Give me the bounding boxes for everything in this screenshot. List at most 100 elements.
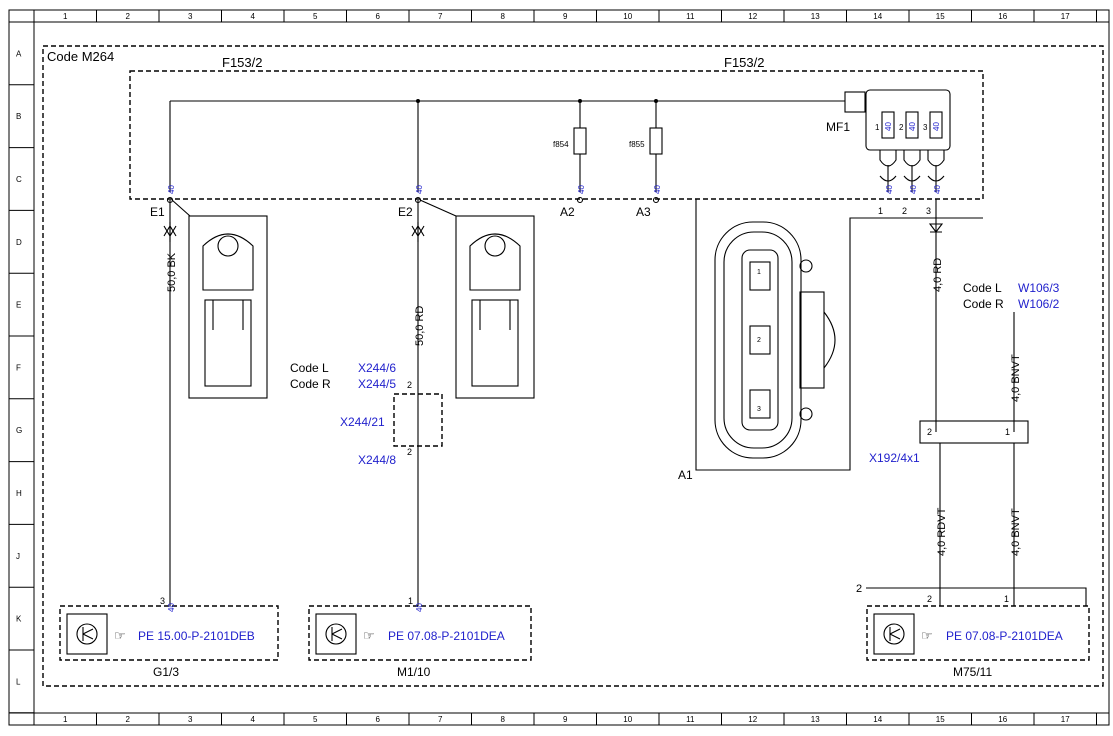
grid-column-label: 9 (563, 715, 568, 724)
grid-column-label: 17 (1061, 715, 1070, 724)
connector-housing-icon (714, 221, 836, 459)
fuse-f854 (573, 127, 587, 155)
component-g13: ☞ (59, 605, 279, 661)
component-m7511: ☞ (866, 605, 1090, 661)
grid-column-label: 14 (873, 12, 882, 21)
w106-3-link[interactable]: W106/3 (1018, 281, 1060, 295)
grid-column-label: 3 (188, 12, 193, 21)
grid-column-label: 14 (873, 715, 882, 724)
grid-column-label: 1 (63, 12, 68, 21)
a1-pin-2: 2 (757, 337, 761, 344)
wire-id-a3: 40 (653, 185, 662, 194)
f153-right-label: F153/2 (724, 55, 764, 70)
grid-column-label: 11 (686, 12, 695, 21)
sensor-icon (325, 623, 347, 645)
a1-pin-1: 1 (757, 269, 761, 276)
mf1-fuse-block (844, 89, 951, 192)
wire-bnvt-upper-spec: 4,0 BNVT (1010, 354, 1022, 402)
m7511-group-number: 2 (856, 583, 862, 595)
grid-column-label: 10 (623, 715, 632, 724)
wire-mf1-spec: 4,0 RD (932, 258, 944, 292)
grid-column-label: 9 (563, 12, 568, 21)
fuse-box-f153-boundary (129, 70, 984, 200)
ref-m7511-link[interactable]: PE 07.08-P-2101DEA (946, 629, 1063, 643)
component-m110: ☞ (308, 605, 532, 661)
grid-column-label: 6 (376, 12, 381, 21)
ref-g13-link[interactable]: PE 15.00-P-2101DEB (138, 629, 255, 643)
grid-column-label: 8 (501, 715, 506, 724)
grid-column-label: 6 (376, 715, 381, 724)
grid-column-label: 7 (438, 12, 443, 21)
grid-column-label: 17 (1061, 12, 1070, 21)
grid-row-label: J (16, 552, 20, 561)
pointing-hand-icon: ☞ (114, 628, 126, 643)
grid-row-label: G (16, 426, 22, 435)
m110-pin: 1 (408, 596, 413, 606)
a1-housing-outline (695, 199, 983, 471)
x244-6-link[interactable]: X244/6 (358, 361, 396, 375)
fuse-1-rating: 40 (884, 122, 893, 131)
pointing-hand-icon: ☞ (363, 628, 375, 643)
grid-column-label: 16 (998, 12, 1007, 21)
ref-m110-link[interactable]: PE 07.08-P-2101DEA (388, 629, 505, 643)
grid-row-label: B (16, 112, 21, 121)
grid-column-label: 12 (748, 715, 757, 724)
fuse-3-rating: 40 (932, 122, 941, 131)
grid-row-label: L (16, 677, 21, 686)
wire-id-a2: 40 (577, 185, 586, 194)
wire-e2-spec: 50,0 RD (414, 306, 426, 346)
x244-5-link[interactable]: X244/5 (358, 377, 396, 391)
w106-2-link[interactable]: W106/2 (1018, 297, 1060, 311)
m7511-pin-2: 2 (927, 594, 932, 604)
wire-bnvt-lower-spec: 4,0 BNVT (1010, 508, 1022, 556)
sensor-icon (76, 623, 98, 645)
x244-8-link[interactable]: X244/8 (358, 453, 396, 467)
e1-label: E1 (150, 205, 165, 219)
fuse-number-3: 3 (923, 123, 928, 132)
fuse-number-2: 2 (899, 123, 904, 132)
x192-connector (919, 420, 1029, 444)
wire-id-mf1-1: 40 (885, 185, 894, 194)
f854-label: f854 (553, 140, 569, 149)
wire-id-e1: 40 (167, 185, 176, 194)
grid-column-label: 7 (438, 715, 443, 724)
m7511-pin-1: 1 (1004, 594, 1009, 604)
grid-column-label: 10 (623, 12, 632, 21)
grid-row-label: A (16, 49, 22, 58)
ground-cable-lug-icon (419, 199, 535, 399)
grid-row-label: H (16, 489, 22, 498)
x192-link[interactable]: X192/4x1 (869, 451, 920, 465)
a3-label: A3 (636, 205, 651, 219)
grid-column-label: 5 (313, 12, 318, 21)
wire-rdvt-spec: 4,0 RDVT (936, 507, 948, 556)
code-m264-label: Code M264 (47, 49, 114, 64)
ground-cable-lug-icon (171, 199, 268, 399)
grid-row-label: E (16, 301, 21, 310)
g13-pin: 3 (160, 596, 165, 606)
fuse-f855 (649, 127, 663, 155)
m110-label: M1/10 (397, 665, 431, 679)
x192-pin-1: 1 (1005, 427, 1010, 437)
grid-column-label: 12 (748, 12, 757, 21)
wire-id-mf1-2: 40 (909, 185, 918, 194)
a1-pin-3: 3 (757, 406, 761, 413)
grid-column-label: 3 (188, 715, 193, 724)
grid-column-label: 11 (686, 715, 695, 724)
f153-left-label: F153/2 (222, 55, 262, 70)
code-r-right: Code R (963, 297, 1004, 311)
grid-column-label: 16 (998, 715, 1007, 724)
grid-column-label: 13 (811, 715, 820, 724)
mf1-pin-1: 1 (878, 206, 883, 216)
wire-id-mf1-3: 40 (933, 185, 942, 194)
grid-column-label: 4 (251, 715, 256, 724)
wire-id-m110: 40 (415, 603, 424, 612)
mf1-pin-3: 3 (926, 206, 931, 216)
wire-id-g13: 40 (167, 603, 176, 612)
x244-pin-top: 2 (407, 380, 412, 390)
grid-column-label: 2 (126, 715, 131, 724)
pointing-hand-icon: ☞ (921, 628, 933, 643)
grid-column-label: 1 (63, 715, 68, 724)
x244-21-link[interactable]: X244/21 (340, 415, 385, 429)
x244-pin-bottom: 2 (407, 447, 412, 457)
code-l-right: Code L (963, 281, 1002, 295)
